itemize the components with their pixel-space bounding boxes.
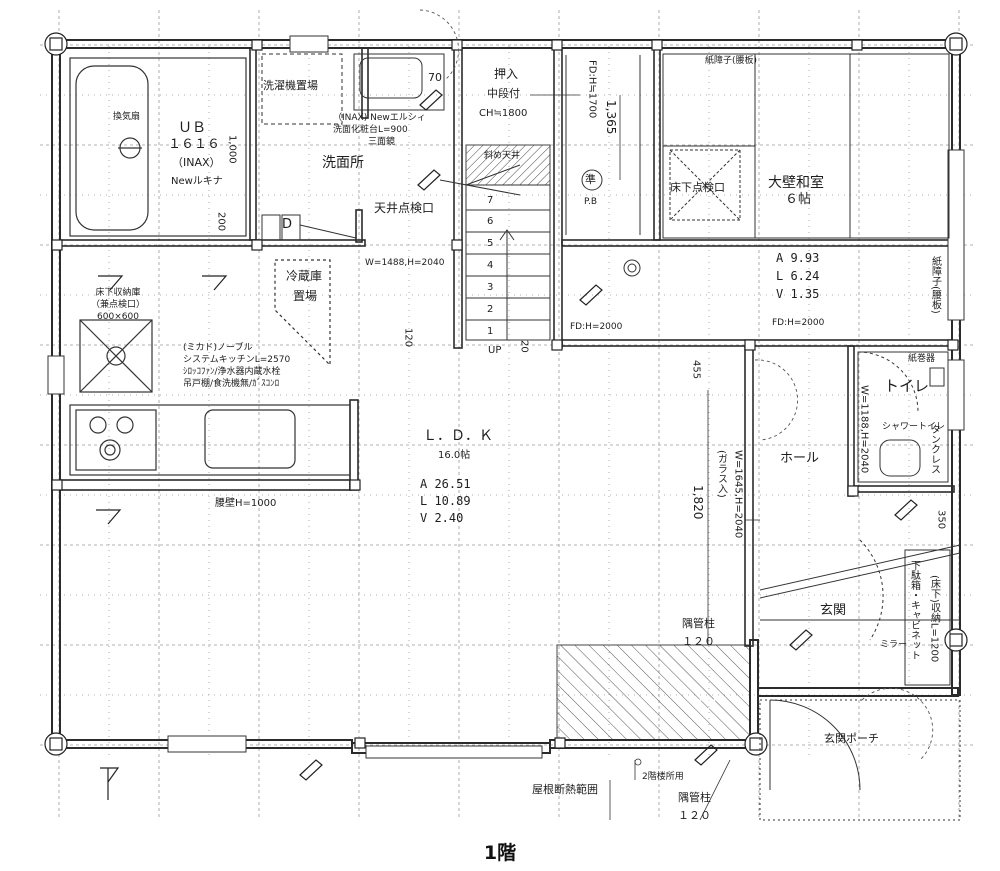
toilet-name: トイレ bbox=[884, 377, 930, 395]
paper-holder-label: 紙巻器 bbox=[908, 354, 936, 364]
washitsu-size: ６帖 bbox=[785, 192, 812, 207]
dim-455: 455 bbox=[690, 360, 702, 380]
dim-120: 120 bbox=[402, 328, 414, 348]
toilet-door-size: W=1188,H=2040 bbox=[858, 385, 870, 474]
hall-door-size: W=1645,H=2040 bbox=[732, 450, 744, 539]
vanity-label-3: 三面鏡 bbox=[368, 137, 396, 147]
closet-sub1: 中段付 bbox=[487, 87, 520, 100]
low-wall-label: 腰壁H=1000 bbox=[215, 498, 277, 509]
unit-bath bbox=[69, 57, 247, 237]
porch-name: 玄関ポーチ bbox=[824, 732, 879, 745]
dim-20: 20 bbox=[518, 340, 530, 353]
ub-name: ＵＢ bbox=[178, 120, 206, 136]
fd-label-2: FD:H=2000 bbox=[772, 318, 825, 328]
ldk-volume: V 2.40 bbox=[420, 511, 464, 525]
closet-name: 押入 bbox=[494, 67, 519, 81]
dim-70: 70 bbox=[428, 71, 442, 84]
ub-size: １６１６ bbox=[168, 137, 221, 152]
shoebox-label: 下駄箱・キャビネット bbox=[908, 560, 920, 660]
fridge-label-2: 置場 bbox=[293, 289, 318, 303]
entrance-storage-label: (床下)収納L=1200 bbox=[928, 575, 940, 663]
tankless-label: タンクレス bbox=[928, 424, 940, 474]
corner-post-size-1: １２０ bbox=[682, 635, 715, 648]
entrance bbox=[759, 539, 961, 821]
shoji-top-label: 紙障子(腰板) bbox=[705, 56, 758, 66]
stair-step-1: 1 bbox=[487, 326, 494, 337]
underfloor-storage-2: （兼点検口） bbox=[90, 300, 145, 310]
dimension-lines bbox=[530, 94, 760, 821]
underfloor-storage-1: 床下収納庫 bbox=[95, 288, 141, 298]
washroom-name: 洗面所 bbox=[322, 155, 364, 171]
kitchen-spec-1: (ミカド)ノーブル bbox=[183, 343, 253, 353]
kitchen-spec-2: システムキッチンL=2570 bbox=[183, 355, 291, 365]
windows bbox=[47, 35, 965, 759]
dim-1365: 1,365 bbox=[603, 100, 618, 135]
dim-200: 200 bbox=[215, 212, 227, 232]
corner-post-size-2: １２０ bbox=[678, 809, 711, 822]
door-swings bbox=[419, 9, 934, 761]
vanity-label-2: 洗面化粧台L=900 bbox=[333, 125, 408, 135]
stair-step-3: 3 bbox=[487, 282, 494, 293]
washitsu-area: A 9.93 bbox=[776, 251, 820, 265]
stair-step-2: 2 bbox=[487, 304, 494, 315]
tatami bbox=[565, 53, 950, 277]
shower-toilet-label: シャワートイレ bbox=[882, 422, 946, 432]
floor-hatch-label: 床下点検口 bbox=[670, 181, 725, 194]
fd-label-1: FD:H=2000 bbox=[570, 322, 623, 332]
kitchen-spec-4: 吊戸棚/食洗機無/ｶﾞｽｺﾝﾛ bbox=[183, 379, 280, 389]
mirror-label: ミラー bbox=[880, 640, 908, 650]
fd-label-3: FD:H≒1700 bbox=[586, 60, 598, 119]
pb-label: P.B bbox=[584, 197, 598, 207]
quasi-mark: 準 bbox=[585, 173, 596, 186]
washitsu-name: 大壁和室 bbox=[768, 175, 824, 191]
columns bbox=[44, 32, 968, 756]
fan-label: 換気扇 bbox=[113, 112, 141, 122]
dim-350: 350 bbox=[935, 510, 947, 530]
toilet bbox=[857, 351, 949, 483]
hall-name: ホール bbox=[780, 451, 820, 466]
washer-label: 洗濯機置場 bbox=[263, 79, 318, 92]
vanity-label-1: （INAX) Newエルシィ bbox=[333, 113, 426, 123]
ub-maker: （INAX） bbox=[172, 156, 221, 169]
washitsu-volume: V 1.35 bbox=[776, 287, 820, 301]
kitchen bbox=[69, 259, 351, 476]
closet-sub2: CH≒1800 bbox=[479, 108, 528, 119]
ub-model: Newルキナ bbox=[171, 176, 223, 187]
dim-1820: 1,820 bbox=[690, 485, 705, 520]
module-grid bbox=[40, 10, 975, 820]
door-d-label: D bbox=[282, 217, 293, 232]
stair-step-6: 6 bbox=[487, 216, 494, 227]
washitsu-length: L 6.24 bbox=[776, 269, 820, 283]
second-floor-note: 2階楼所用 bbox=[642, 772, 684, 782]
stair-step-5: 5 bbox=[487, 238, 494, 249]
wash-door-label: W=1488,H=2040 bbox=[365, 258, 445, 268]
corner-post-label-2: 隅管柱 bbox=[678, 791, 711, 804]
stair-step-7: 7 bbox=[487, 195, 494, 206]
markers bbox=[96, 89, 918, 800]
ldk-area: A 26.51 bbox=[420, 477, 471, 491]
stair-ceiling-hatch bbox=[465, 144, 551, 186]
stair-step-4: 4 bbox=[487, 260, 494, 271]
roof-insulation-label: 屋根断熱範囲 bbox=[532, 783, 598, 796]
kitchen-spec-3: ｼﾛｯｺﾌｧﾝ/浄水器内蔵水栓 bbox=[183, 367, 281, 377]
hall-door-type: (ガラス入) bbox=[715, 450, 727, 498]
stair-up-label: UP bbox=[488, 345, 502, 356]
underfloor-storage-3: 600×600 bbox=[97, 312, 139, 322]
washroom-fixtures bbox=[261, 53, 445, 241]
shoji-side-label: 紙障子(腰板) bbox=[929, 256, 941, 314]
ldk-size: 16.0帖 bbox=[438, 450, 471, 461]
entrance-name: 玄関 bbox=[820, 603, 847, 618]
ldk-length: L 10.89 bbox=[420, 494, 471, 508]
fridge-label-1: 冷蔵庫 bbox=[286, 269, 323, 283]
stair bbox=[439, 164, 551, 341]
floor-caption: 1階 bbox=[483, 842, 517, 864]
insulation-hatch bbox=[556, 644, 751, 741]
dim-1000: 1,000 bbox=[226, 135, 238, 164]
corner-post-label-1: 隅管柱 bbox=[682, 617, 715, 630]
floor-plan bbox=[40, 9, 975, 821]
ldk-name: Ｌ．Ｄ．Ｋ bbox=[423, 428, 493, 444]
ceiling-hatch-label: 天井点検口 bbox=[374, 201, 435, 215]
stair-ceiling-label: 斜め天井 bbox=[484, 151, 521, 161]
